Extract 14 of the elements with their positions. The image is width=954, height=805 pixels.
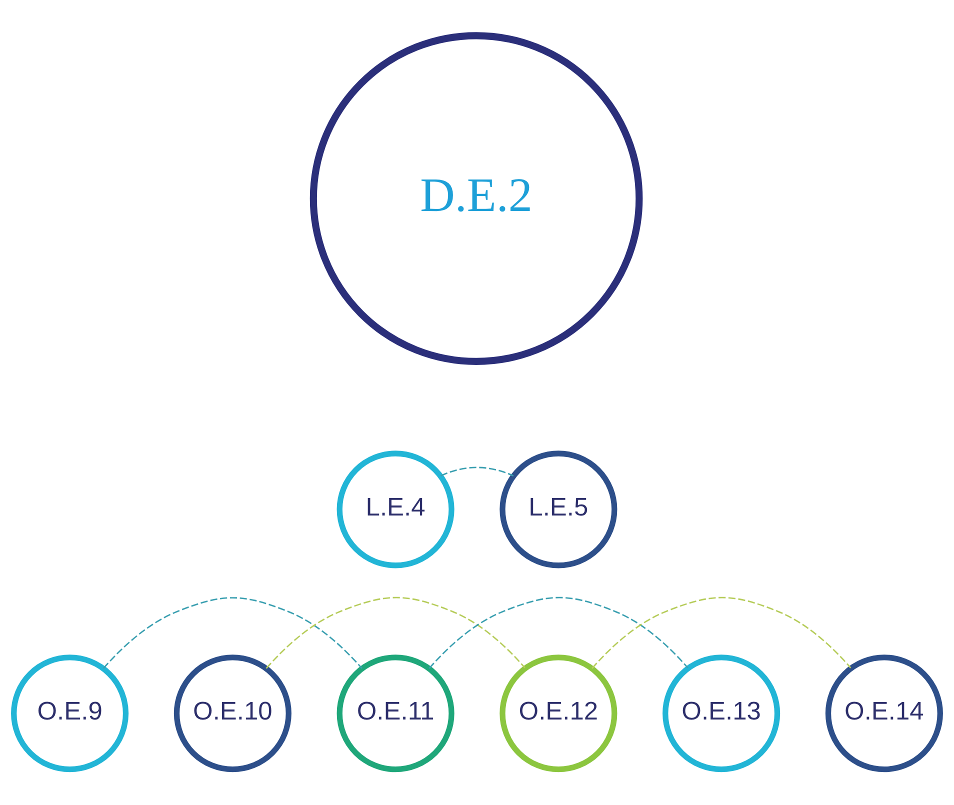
- node-circle: L.E.5: [500, 450, 618, 568]
- node-circle: O.E.10: [174, 654, 292, 772]
- node-circle: O.E.11: [336, 654, 454, 772]
- node-circle: O.E.13: [662, 654, 780, 772]
- connector: [440, 466, 514, 476]
- connector: [428, 596, 688, 669]
- connector: [266, 596, 526, 669]
- node-circle: D.E.2: [310, 32, 643, 365]
- connector: [592, 596, 852, 669]
- node-circle: L.E.4: [336, 450, 454, 568]
- node-circle: O.E.14: [825, 654, 943, 772]
- node-circle: O.E.12: [500, 654, 618, 772]
- node-circle: O.E.9: [11, 654, 129, 772]
- connector: [102, 597, 362, 669]
